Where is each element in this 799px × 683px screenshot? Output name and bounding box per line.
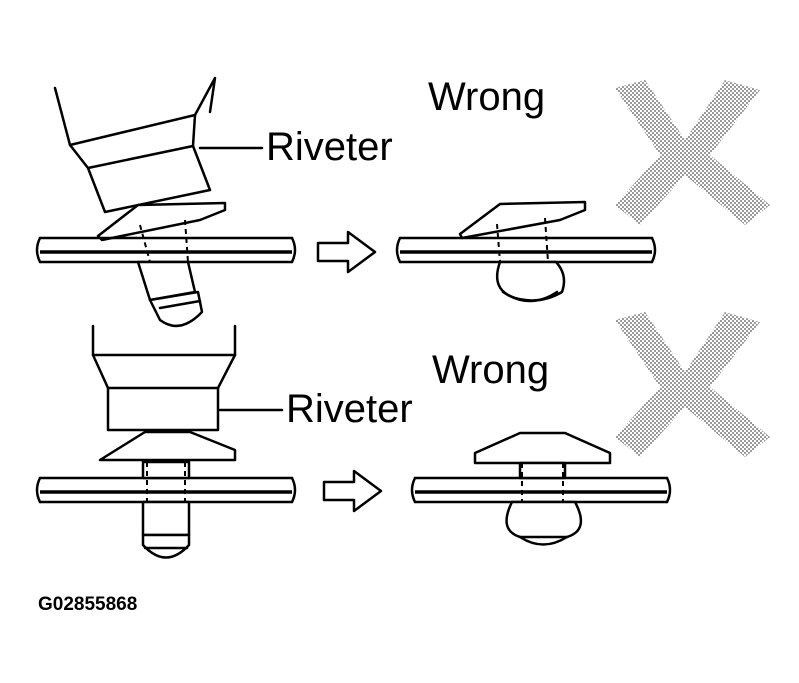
panel-right-top xyxy=(395,236,657,264)
rivet-head-straight xyxy=(98,430,237,462)
riveter-label-top: Riveter xyxy=(266,125,393,169)
panel-left-bottom xyxy=(35,476,297,504)
rivet-head-result-bottom xyxy=(473,431,612,465)
rivet-shank-tilted xyxy=(136,219,204,328)
rivet-deformed-top xyxy=(495,217,566,303)
panel-left-top xyxy=(35,236,297,264)
figure-code: G02855868 xyxy=(38,594,137,615)
cross-x-icon xyxy=(615,312,770,457)
rivet-head-tilted xyxy=(96,201,227,242)
panel-right-bottom xyxy=(410,476,672,504)
riveter-tool-tilted xyxy=(53,76,217,214)
rivet-shank-straight xyxy=(141,460,191,559)
wrong-label-bottom: Wrong xyxy=(432,348,549,392)
arrow-right-icon xyxy=(322,469,383,513)
wrong-label-top: Wrong xyxy=(428,75,545,119)
riveter-tool-straight xyxy=(91,324,237,432)
top-row xyxy=(35,76,657,328)
rivet-head-result-top xyxy=(458,200,587,240)
riveter-label-bottom: Riveter xyxy=(286,387,413,431)
rivet-deformed-bottom xyxy=(505,461,583,546)
cross-x-icon xyxy=(615,80,770,225)
arrow-right-icon xyxy=(316,230,377,274)
bottom-row xyxy=(35,324,672,559)
